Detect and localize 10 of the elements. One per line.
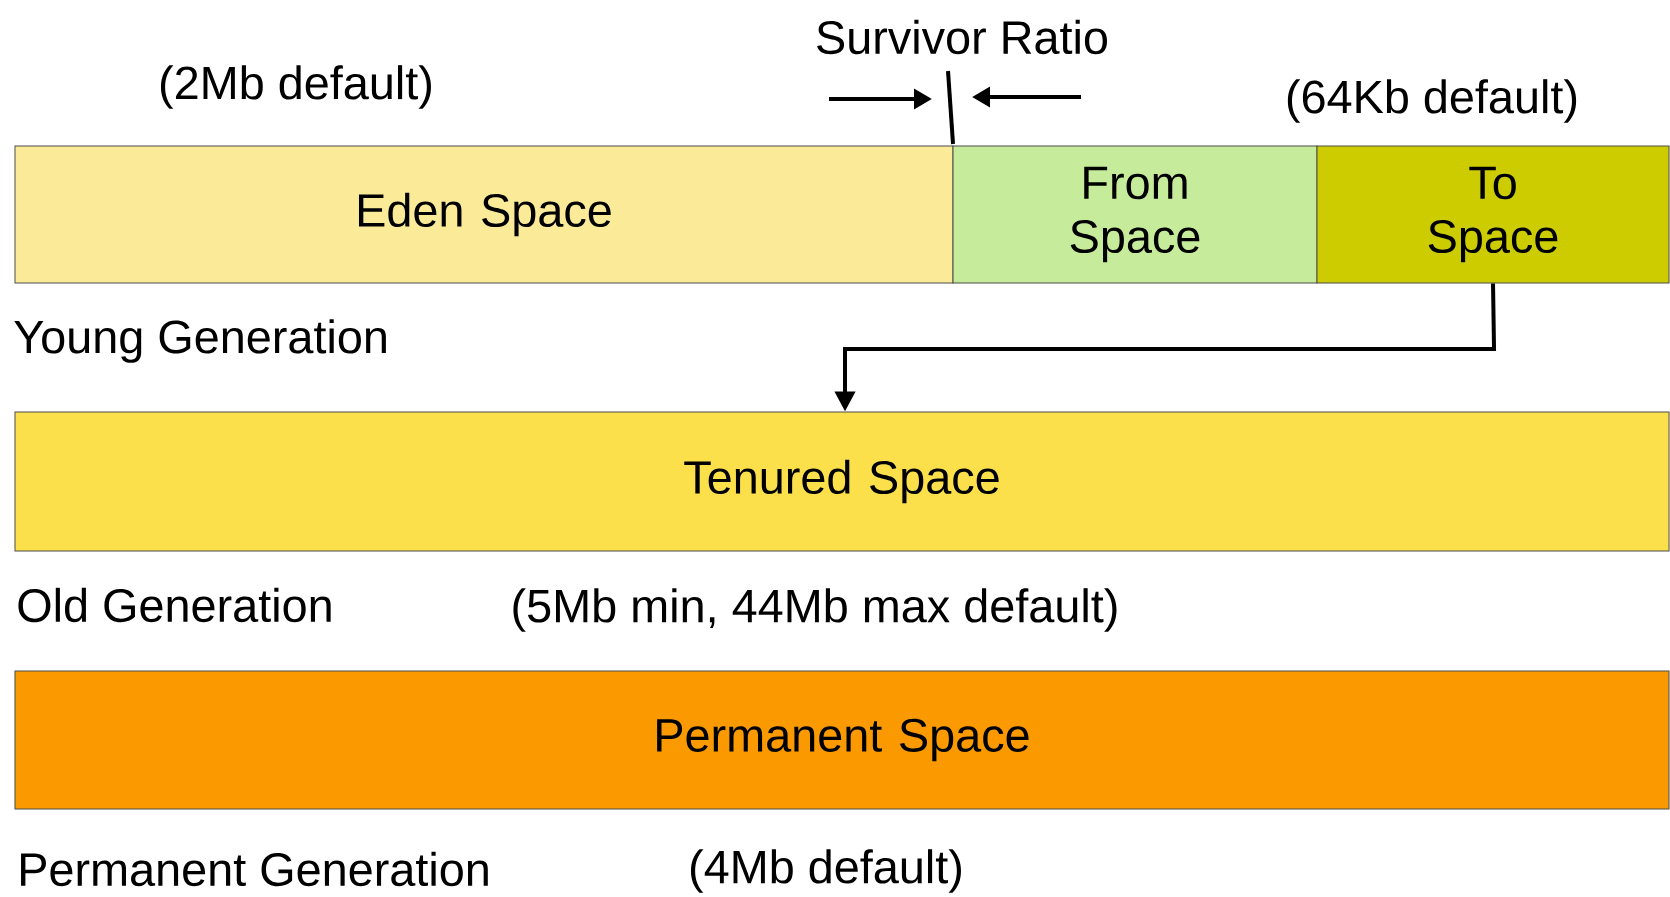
label: (5Mb min, 44Mb max default) xyxy=(513,588,1117,632)
label: Young Generation xyxy=(14,319,386,363)
label: Old Generation xyxy=(18,587,331,623)
label: (64Kb default) xyxy=(1287,79,1577,123)
memory-space-box: Permanent Space xyxy=(14,670,1670,810)
label: Survivor Ratio xyxy=(817,19,1107,55)
memory-space-box: Tenured Space xyxy=(14,411,1670,552)
memory-space-box: To Space xyxy=(1316,145,1670,284)
memory-space-box: From Space xyxy=(952,145,1318,284)
memory-space-box: Eden Space xyxy=(14,145,954,284)
